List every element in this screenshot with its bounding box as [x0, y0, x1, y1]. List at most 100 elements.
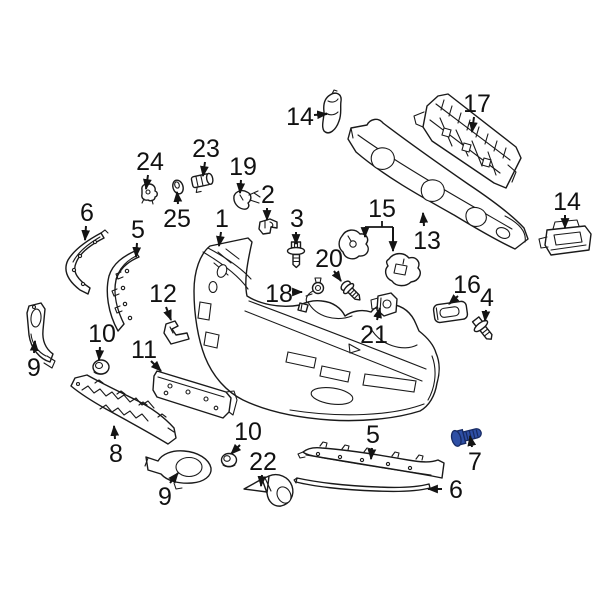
- callout-arrow: [419, 211, 429, 227]
- callout-6[interactable]: 6: [80, 199, 94, 242]
- callout-arrow: [143, 174, 152, 191]
- callout-arrow: [230, 443, 242, 455]
- part-3-bolt: [286, 241, 306, 269]
- callout-24[interactable]: 24: [136, 148, 164, 191]
- callout-label-23[interactable]: 23: [192, 135, 220, 163]
- part-18-sensor-with-wire: [297, 277, 325, 313]
- callout-1[interactable]: 1: [215, 205, 229, 248]
- callout-4[interactable]: 4: [480, 284, 494, 323]
- part-24-clip: [141, 183, 158, 205]
- callout-label-14[interactable]: 14: [286, 103, 314, 131]
- callout-label-12[interactable]: 12: [149, 280, 177, 308]
- callout-12[interactable]: 12: [149, 280, 177, 322]
- callout-arrow: [110, 424, 120, 440]
- callout-20[interactable]: 20: [315, 245, 343, 282]
- callout-arrow: [448, 294, 460, 305]
- callout-16[interactable]: 16: [448, 271, 481, 305]
- callout-label-18[interactable]: 18: [265, 280, 293, 308]
- callout-3[interactable]: 3: [290, 205, 304, 246]
- callout-label-24[interactable]: 24: [136, 148, 164, 176]
- callout-arrow: [313, 110, 329, 120]
- part-2-bracket: [258, 218, 278, 235]
- part-7-bolt-highlighted: [450, 428, 482, 447]
- callout-17[interactable]: 17: [463, 90, 491, 134]
- callout-arrow: [367, 447, 377, 461]
- part-6-molding-strip-left: [65, 229, 109, 295]
- callout-10[interactable]: 10: [230, 418, 262, 455]
- callout-19[interactable]: 19: [229, 153, 257, 195]
- callout-5[interactable]: 5: [366, 421, 380, 461]
- callout-label-5[interactable]: 5: [131, 216, 145, 244]
- callout-label-14[interactable]: 14: [553, 188, 581, 216]
- callout-label-7[interactable]: 7: [468, 448, 482, 476]
- callout-22[interactable]: 22: [249, 448, 277, 488]
- callout-13[interactable]: 13: [413, 211, 441, 255]
- callout-arrow: [216, 231, 225, 248]
- callout-arrow: [467, 434, 477, 448]
- callout-arrow: [132, 242, 142, 259]
- callout-arrow: [173, 190, 183, 205]
- callout-label-8[interactable]: 8: [109, 440, 123, 468]
- callout-25[interactable]: 25: [163, 190, 191, 233]
- callout-arrow: [331, 270, 342, 282]
- callout-label-16[interactable]: 16: [453, 271, 481, 299]
- part-10-grommet-upper: [92, 359, 110, 375]
- callout-layer: 1234556678991010111213141415161718192021…: [27, 90, 581, 511]
- callout-9[interactable]: 9: [158, 472, 179, 511]
- callout-label-21[interactable]: 21: [360, 321, 388, 349]
- callout-9[interactable]: 9: [27, 339, 41, 382]
- callout-label-13[interactable]: 13: [413, 227, 441, 255]
- callout-7[interactable]: 7: [467, 434, 482, 476]
- part-15-bracket-a: [338, 229, 369, 260]
- callout-15[interactable]: 15: [360, 195, 398, 253]
- callout-label-9[interactable]: 9: [158, 483, 172, 511]
- part-5-molding-right: [297, 441, 445, 479]
- callout-arrow: [95, 346, 105, 362]
- part-16-retainer: [432, 300, 469, 324]
- part-19-clip: [233, 189, 261, 210]
- part-12-bracket: [163, 320, 190, 345]
- callout-6[interactable]: 6: [426, 476, 463, 504]
- callout-label-10[interactable]: 10: [234, 418, 262, 446]
- part-25-grommet: [172, 179, 184, 195]
- callout-arrow: [168, 472, 179, 484]
- callout-label-11[interactable]: 11: [131, 336, 157, 364]
- callout-label-2[interactable]: 2: [261, 181, 275, 209]
- callout-arrow: [81, 225, 91, 242]
- callout-23[interactable]: 23: [192, 135, 220, 178]
- callout-arrow: [150, 360, 162, 372]
- callout-5[interactable]: 5: [131, 216, 145, 259]
- callout-label-6[interactable]: 6: [449, 476, 463, 504]
- callout-label-19[interactable]: 19: [229, 153, 257, 181]
- callout-8[interactable]: 8: [109, 424, 123, 468]
- callout-label-20[interactable]: 20: [315, 245, 343, 273]
- callout-label-3[interactable]: 3: [290, 205, 304, 233]
- callout-arrow: [29, 339, 39, 354]
- callout-10[interactable]: 10: [88, 320, 116, 362]
- callout-18[interactable]: 18: [265, 280, 304, 308]
- callout-label-15[interactable]: 15: [368, 195, 396, 223]
- part-14-bracket-left: [321, 89, 342, 134]
- callout-label-22[interactable]: 22: [249, 448, 277, 476]
- callout-label-25[interactable]: 25: [163, 205, 191, 233]
- part-22-temperature-sensor: [243, 473, 294, 507]
- callout-11[interactable]: 11: [131, 336, 162, 372]
- callout-label-10[interactable]: 10: [88, 320, 116, 348]
- callout-label-4[interactable]: 4: [480, 284, 494, 312]
- callout-label-9[interactable]: 9: [27, 354, 41, 382]
- callout-label-1[interactable]: 1: [215, 205, 229, 233]
- part-13-impact-absorber: [347, 118, 529, 250]
- part-6-molding-strip-right: [293, 477, 431, 493]
- callout-14[interactable]: 14: [286, 103, 329, 131]
- callout-label-6[interactable]: 6: [80, 199, 94, 227]
- part-8-lower-valance: [70, 374, 177, 445]
- callout-arrow: [163, 306, 172, 322]
- callout-21[interactable]: 21: [360, 306, 388, 349]
- callout-14[interactable]: 14: [553, 188, 581, 230]
- part-15-bracket-b: [384, 252, 421, 287]
- callout-2[interactable]: 2: [261, 181, 275, 222]
- callout-label-5[interactable]: 5: [366, 421, 380, 449]
- callout-label-17[interactable]: 17: [463, 90, 491, 118]
